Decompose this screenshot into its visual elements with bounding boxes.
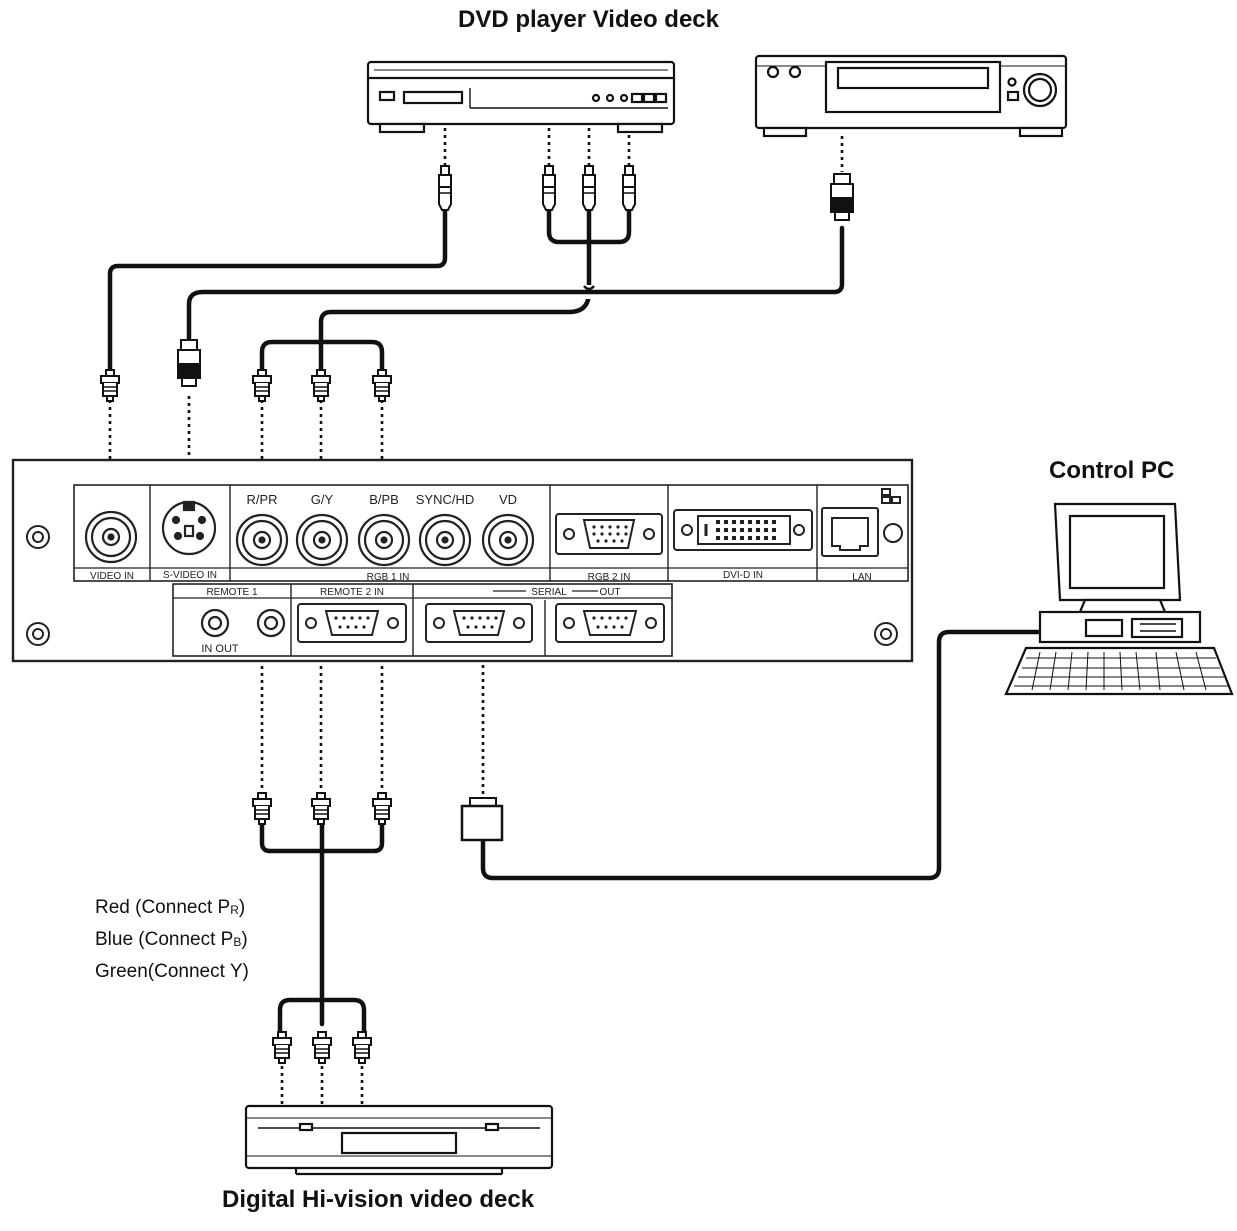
control-pc-illustration [1004,502,1234,696]
bnc-jacks [84,510,535,567]
label-bpb: B/PB [369,492,399,507]
bnc-plug-r-deck [272,1031,292,1064]
jack-serial-out [555,603,665,643]
jack-video-in [84,510,138,564]
panel-labels: R/PR G/Y B/PB SYNC/HD VD VIDEO IN S-VIDE… [90,492,872,655]
bnc-plug-b-deck [352,1031,372,1064]
label-gy: G/Y [311,492,334,507]
label-rgb2-in: RGB 2 IN [588,572,631,583]
s-video-plug-deck [830,173,854,221]
label-out: OUT [599,587,620,598]
bnc-plug-r-out [252,792,272,825]
jack-s-video-in [161,500,217,556]
bnc-plug-g-deck [312,1031,332,1064]
rca-plug-component-g [582,165,596,211]
label-remote1: REMOTE 1 [206,587,258,598]
cable-video [107,205,448,375]
jack-sync-hd [418,513,472,567]
bnc-plug-g [311,369,331,402]
label-remote2-in: REMOTE 2 IN [320,587,384,598]
label-rpr: R/PR [246,492,277,507]
projector-terminal-panel: R/PR G/Y B/PB SYNC/HD VD VIDEO IN S-VIDE… [11,458,914,663]
bnc-plug-g-out [311,792,331,825]
jack-remote1 [200,608,286,638]
label-serial: SERIAL [531,587,567,598]
label-vd: VD [499,492,517,507]
label-s-video-in: S-VIDEO IN [163,570,217,581]
jack-vd [481,513,535,567]
bnc-plug-video [100,369,120,402]
label-lan: LAN [852,572,871,583]
label-video-in: VIDEO IN [90,571,134,582]
rca-plug-component-r [542,165,556,211]
cables [107,203,1045,1043]
bnc-plug-b [372,369,392,402]
jack-dvid-in [673,509,813,551]
top-devices-title: DVD player Video deck [458,6,719,33]
s-video-plug-projector [177,339,201,387]
cable-s-video [186,225,845,341]
color-connection-notes: Red (Connect PR) Blue (Connect PB) Green… [95,893,249,986]
note-blue: Blue (Connect PB) [95,929,248,950]
cable-hivision-split-bottom [277,997,367,1043]
jack-b-pb [357,513,411,567]
dvd-player-illustration [366,60,676,134]
control-pc-title: Control PC [1049,457,1175,484]
label-remote1-in-out: IN OUT [201,643,239,655]
rca-plug-video [438,165,452,211]
jack-remote2-in [297,603,407,643]
label-dvid-in: DVI-D IN [723,570,763,581]
hivision-deck-title: Digital Hi-vision video deck [222,1186,535,1213]
label-rgb1-in: RGB 1 IN [367,572,410,583]
jack-serial-in [425,603,533,643]
note-red: Red (Connect PR) [95,897,246,918]
note-green: Green(Connect Y) [95,961,249,982]
connectors [100,165,854,1064]
cable-dvd-component-main [318,203,592,375]
video-deck-illustration [754,54,1068,138]
dsub-serial-plug [460,797,504,842]
cable-component-split [259,339,385,375]
rca-plug-component-b [622,165,636,211]
jack-rgb2-in [555,513,663,555]
jack-g-y [295,513,349,567]
jack-lan [821,488,903,557]
dsub-bottom-row [297,603,665,643]
bnc-plug-b-out [372,792,392,825]
bnc-plug-r [252,369,272,402]
cable-serial-pc [480,629,1045,881]
jack-r-pr [235,513,289,567]
label-sync-hd: SYNC/HD [416,492,475,507]
hivision-deck-illustration [244,1104,554,1176]
